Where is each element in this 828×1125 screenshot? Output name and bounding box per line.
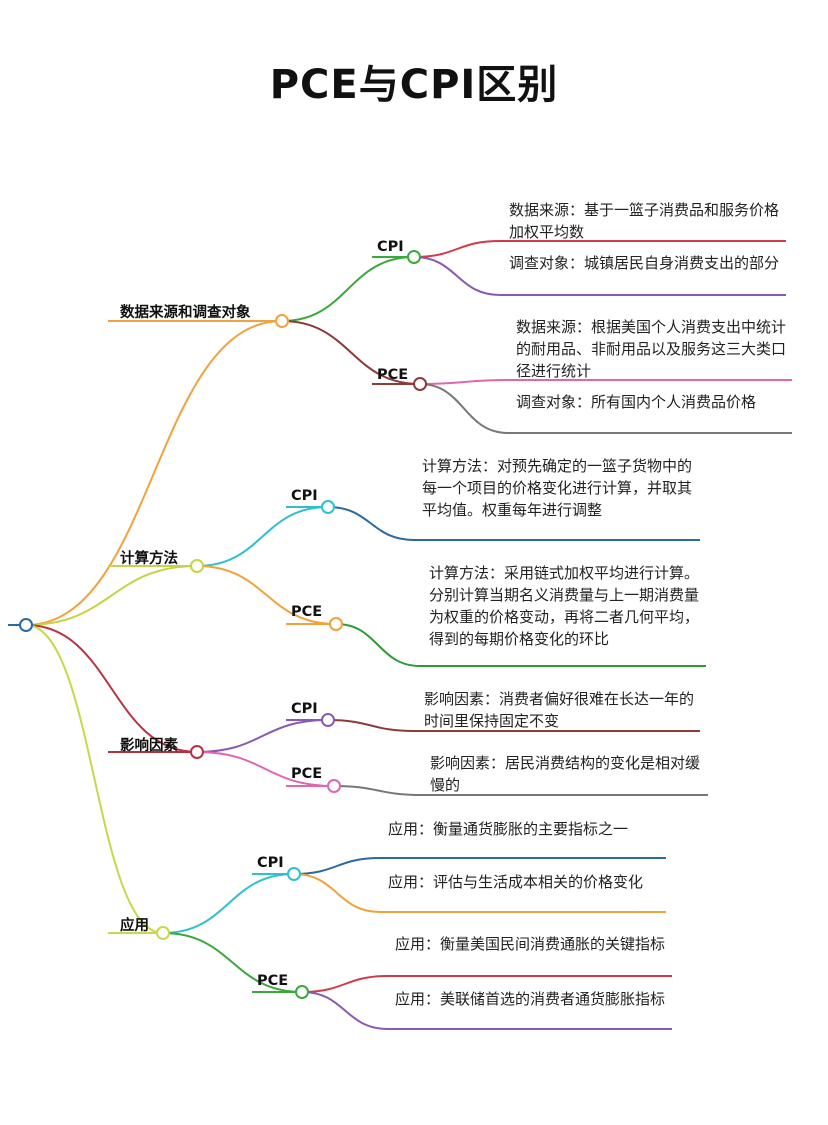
leaf-b1-pce-source: 数据来源：根据美国个人消费支出中统计的耐用品、非耐用品以及服务这三大类口径进行统… <box>516 318 787 380</box>
b1-pce-connector <box>281 320 421 385</box>
b3-cpi-connector <box>196 719 329 753</box>
branch-2-connector <box>25 565 198 626</box>
leaf-b1-cpi-source: 数据来源：基于一篮子消费品和服务价格加权平均数 <box>509 201 780 241</box>
sub-label-b4-pce[interactable]: PCE <box>257 973 289 989</box>
branch-3-node[interactable] <box>190 745 204 759</box>
b4-pce-node[interactable] <box>295 985 309 999</box>
branch-2-node[interactable] <box>190 559 204 573</box>
b4-cpi-node[interactable] <box>287 867 301 881</box>
branch-label-application[interactable]: 应用 <box>120 918 149 934</box>
leaf-b2-pce-method: 计算方法：采用链式加权平均进行计算。分别计算当期名义消费量与上一期消费量为权重的… <box>429 564 700 648</box>
b4-cpi-leaf2-connector <box>293 873 381 913</box>
sub-label-b1-cpi[interactable]: CPI <box>377 239 404 255</box>
page-title: PCE与CPI区别 <box>269 62 559 108</box>
b4-cpi-connector <box>162 873 295 934</box>
branch-4-connector <box>25 624 164 934</box>
b1-cpi-leaf2-connector <box>413 256 501 296</box>
branch-4-node[interactable] <box>156 926 170 940</box>
leaf-b1-pce-target: 调查对象：所有国内个人消费品价格 <box>516 393 757 411</box>
b4-pce-leaf1-connector <box>301 975 389 993</box>
sub-label-b1-pce[interactable]: PCE <box>377 367 409 383</box>
b3-cpi-node[interactable] <box>321 713 335 727</box>
sub-label-b3-pce[interactable]: PCE <box>291 766 323 782</box>
b1-pce-node[interactable] <box>413 377 427 391</box>
b2-pce-connector <box>196 565 337 625</box>
leaf-b1-cpi-target: 调查对象：城镇居民自身消费支出的部分 <box>509 254 780 272</box>
leaf-b3-cpi-factor: 影响因素：消费者偏好很难在长达一年的时间里保持固定不变 <box>424 690 695 730</box>
branch-3-connector <box>25 624 198 753</box>
b3-pce-leaf-connector <box>333 785 423 796</box>
b3-cpi-leaf-connector <box>327 719 415 732</box>
b4-cpi-leaf1-connector <box>293 857 381 875</box>
sub-label-b3-cpi[interactable]: CPI <box>291 701 318 717</box>
b1-cpi-connector <box>281 256 415 322</box>
b3-pce-node[interactable] <box>327 779 341 793</box>
root-node[interactable] <box>19 618 33 632</box>
leaf-b4-pce-app-2: 应用：美联储首选的消费者通货膨胀指标 <box>395 990 666 1008</box>
b2-pce-node[interactable] <box>329 617 343 631</box>
b2-pce-leaf-connector <box>335 623 421 667</box>
branch-label-data-source[interactable]: 数据来源和调查对象 <box>120 305 251 321</box>
b1-cpi-leaf1-connector <box>413 240 501 258</box>
b2-cpi-connector <box>196 506 329 567</box>
leaf-b2-cpi-method: 计算方法：对预先确定的一篮子货物中的每一个项目的价格变化进行计算，并取其平均值。… <box>422 457 693 519</box>
leaf-b3-pce-factor: 影响因素：居民消费结构的变化是相对缓慢的 <box>430 754 701 794</box>
b2-cpi-node[interactable] <box>321 500 335 514</box>
b1-cpi-node[interactable] <box>407 250 421 264</box>
leaf-b4-cpi-app-2: 应用：评估与生活成本相关的价格变化 <box>388 873 644 891</box>
leaf-b4-pce-app-1: 应用：衡量美国民间消费通胀的关键指标 <box>395 935 666 953</box>
b4-pce-connector <box>162 932 303 993</box>
b3-pce-connector <box>196 751 335 787</box>
sub-label-b4-cpi[interactable]: CPI <box>257 855 284 871</box>
branch-1-node[interactable] <box>275 314 289 328</box>
branch-label-factors[interactable]: 影响因素 <box>120 738 178 754</box>
sub-label-b2-pce[interactable]: PCE <box>291 604 323 620</box>
b1-pce-leaf2-connector <box>419 383 509 434</box>
b1-pce-leaf1-connector <box>419 379 509 385</box>
leaf-b4-cpi-app-1: 应用：衡量通货膨胀的主要指标之一 <box>388 820 629 838</box>
branch-label-calculation[interactable]: 计算方法 <box>120 551 178 567</box>
b2-cpi-leaf-connector <box>327 506 415 541</box>
sub-label-b2-cpi[interactable]: CPI <box>291 488 318 504</box>
branch-1-connector <box>25 320 283 626</box>
b4-pce-leaf2-connector <box>301 991 389 1030</box>
